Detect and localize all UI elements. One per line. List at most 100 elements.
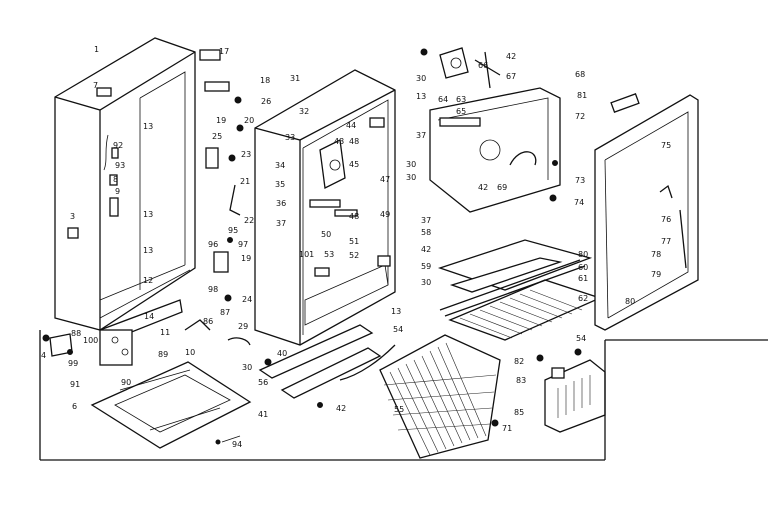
part-callout-p12: 12 (143, 276, 154, 285)
part-callout-p13b: 13 (143, 210, 154, 219)
part-callout-p88: 88 (71, 329, 82, 338)
part-callout-p40: 40 (277, 349, 288, 358)
drawer-rails (258, 324, 396, 408)
part-callout-p55: 55 (394, 405, 405, 414)
part-callout-p61: 61 (578, 274, 589, 283)
part-callout-p75: 75 (661, 141, 672, 150)
part-callout-p19a: 19 (216, 116, 227, 125)
part-callout-p49: 49 (380, 210, 391, 219)
part-callout-p8: 8 (113, 175, 119, 184)
part-callout-p19b: 19 (241, 254, 252, 263)
part-callout-p83: 83 (516, 376, 527, 385)
part-callout-p56: 56 (258, 378, 269, 387)
part-callout-p96a: 96 (208, 240, 219, 249)
part-callout-p3: 3 (70, 212, 76, 221)
part-callout-p74: 74 (574, 198, 585, 207)
part-callout-p58: 58 (421, 228, 432, 237)
part-callout-p78: 78 (651, 250, 662, 259)
part-callout-p91: 91 (70, 380, 81, 389)
part-callout-p90: 90 (121, 378, 132, 387)
part-callout-p63: 63 (456, 95, 467, 104)
part-callout-p42b: 42 (421, 245, 432, 254)
part-callout-p54a: 54 (393, 325, 404, 334)
part-callout-p34: 34 (275, 161, 286, 170)
part-callout-p86: 86 (203, 317, 214, 326)
part-callout-p89: 89 (158, 350, 169, 359)
part-callout-p67: 67 (506, 72, 517, 81)
part-callout-p42a: 42 (336, 404, 347, 413)
storage-basket (379, 334, 501, 459)
part-callout-p17: 17 (219, 47, 230, 56)
part-callout-p100: 100 (83, 336, 99, 345)
part-callout-p95: 95 (228, 226, 239, 235)
part-callout-p7: 7 (93, 81, 99, 90)
part-callout-p69: 69 (497, 183, 508, 192)
part-callout-p36: 36 (276, 199, 287, 208)
part-callout-p81: 81 (577, 91, 588, 100)
front-base (42, 299, 183, 366)
part-callout-p31: 31 (290, 74, 301, 83)
part-callout-p76: 76 (661, 215, 672, 224)
part-callout-p97: 97 (238, 240, 249, 249)
part-callout-p26: 26 (261, 97, 272, 106)
part-callout-p11: 11 (160, 328, 171, 337)
part-callout-p79: 79 (651, 270, 662, 279)
part-callout-p80a: 80 (578, 250, 589, 259)
part-callout-p25: 25 (212, 132, 223, 141)
part-callout-p13d: 13 (391, 307, 402, 316)
part-callout-p54b: 54 (576, 334, 587, 343)
part-callout-p9: 9 (115, 187, 121, 196)
part-callout-p73: 73 (575, 176, 586, 185)
part-callout-p30d: 30 (421, 278, 432, 287)
part-callout-p65: 65 (456, 107, 467, 116)
part-callout-p21: 21 (240, 177, 251, 186)
part-callout-p45: 45 (349, 160, 360, 169)
part-callout-p77: 77 (661, 237, 672, 246)
part-callout-p87: 87 (220, 308, 231, 317)
part-callout-p23: 23 (241, 150, 252, 159)
part-callout-p37c: 37 (421, 216, 432, 225)
part-callout-p24: 24 (242, 295, 253, 304)
shelves (437, 239, 602, 341)
part-callout-p30e: 30 (406, 173, 417, 182)
part-callout-p42c: 42 (478, 183, 489, 192)
part-callout-p29: 29 (238, 322, 249, 331)
part-callout-p6: 6 (72, 402, 78, 411)
part-callout-p30b: 30 (416, 74, 427, 83)
part-callout-p98: 98 (208, 285, 219, 294)
part-callout-p93: 93 (115, 161, 126, 170)
part-callout-p22: 22 (244, 216, 255, 225)
part-callout-p13c: 13 (143, 246, 154, 255)
part-callout-p10: 10 (185, 348, 196, 357)
part-callout-p68: 68 (575, 70, 586, 79)
part-callout-p66: 66 (478, 61, 489, 70)
part-callout-p47: 47 (380, 175, 391, 184)
part-callout-p42d: 42 (506, 52, 517, 61)
part-callout-p59: 59 (421, 262, 432, 271)
part-callout-p72: 72 (575, 112, 586, 121)
evaporator-cover (420, 47, 640, 213)
part-callout-p30a: 30 (242, 363, 253, 372)
part-callout-p71: 71 (502, 424, 513, 433)
part-callout-p37a: 37 (276, 219, 287, 228)
part-callout-p41: 41 (258, 410, 269, 419)
part-callout-p50: 50 (321, 230, 332, 239)
part-callout-p18: 18 (260, 76, 271, 85)
part-callout-p13e: 13 (416, 92, 427, 101)
part-callout-p62: 62 (578, 294, 589, 303)
part-callout-p43: 43 (334, 137, 345, 146)
part-callout-p92: 92 (113, 141, 124, 150)
part-callout-p53: 53 (324, 250, 335, 259)
part-callout-p33: 33 (285, 133, 296, 142)
part-callout-p101: 101 (299, 250, 315, 259)
part-callout-p20: 20 (244, 116, 255, 125)
part-callout-p48b: 48 (349, 212, 360, 221)
part-callout-p94: 94 (232, 440, 243, 449)
part-callout-p4: 4 (41, 351, 47, 360)
part-callout-p85: 85 (514, 408, 525, 417)
part-callout-p37b: 37 (416, 131, 427, 140)
part-callout-p52: 52 (349, 251, 360, 260)
part-callout-p80b: 80 (625, 297, 636, 306)
part-callout-p60: 60 (578, 263, 589, 272)
